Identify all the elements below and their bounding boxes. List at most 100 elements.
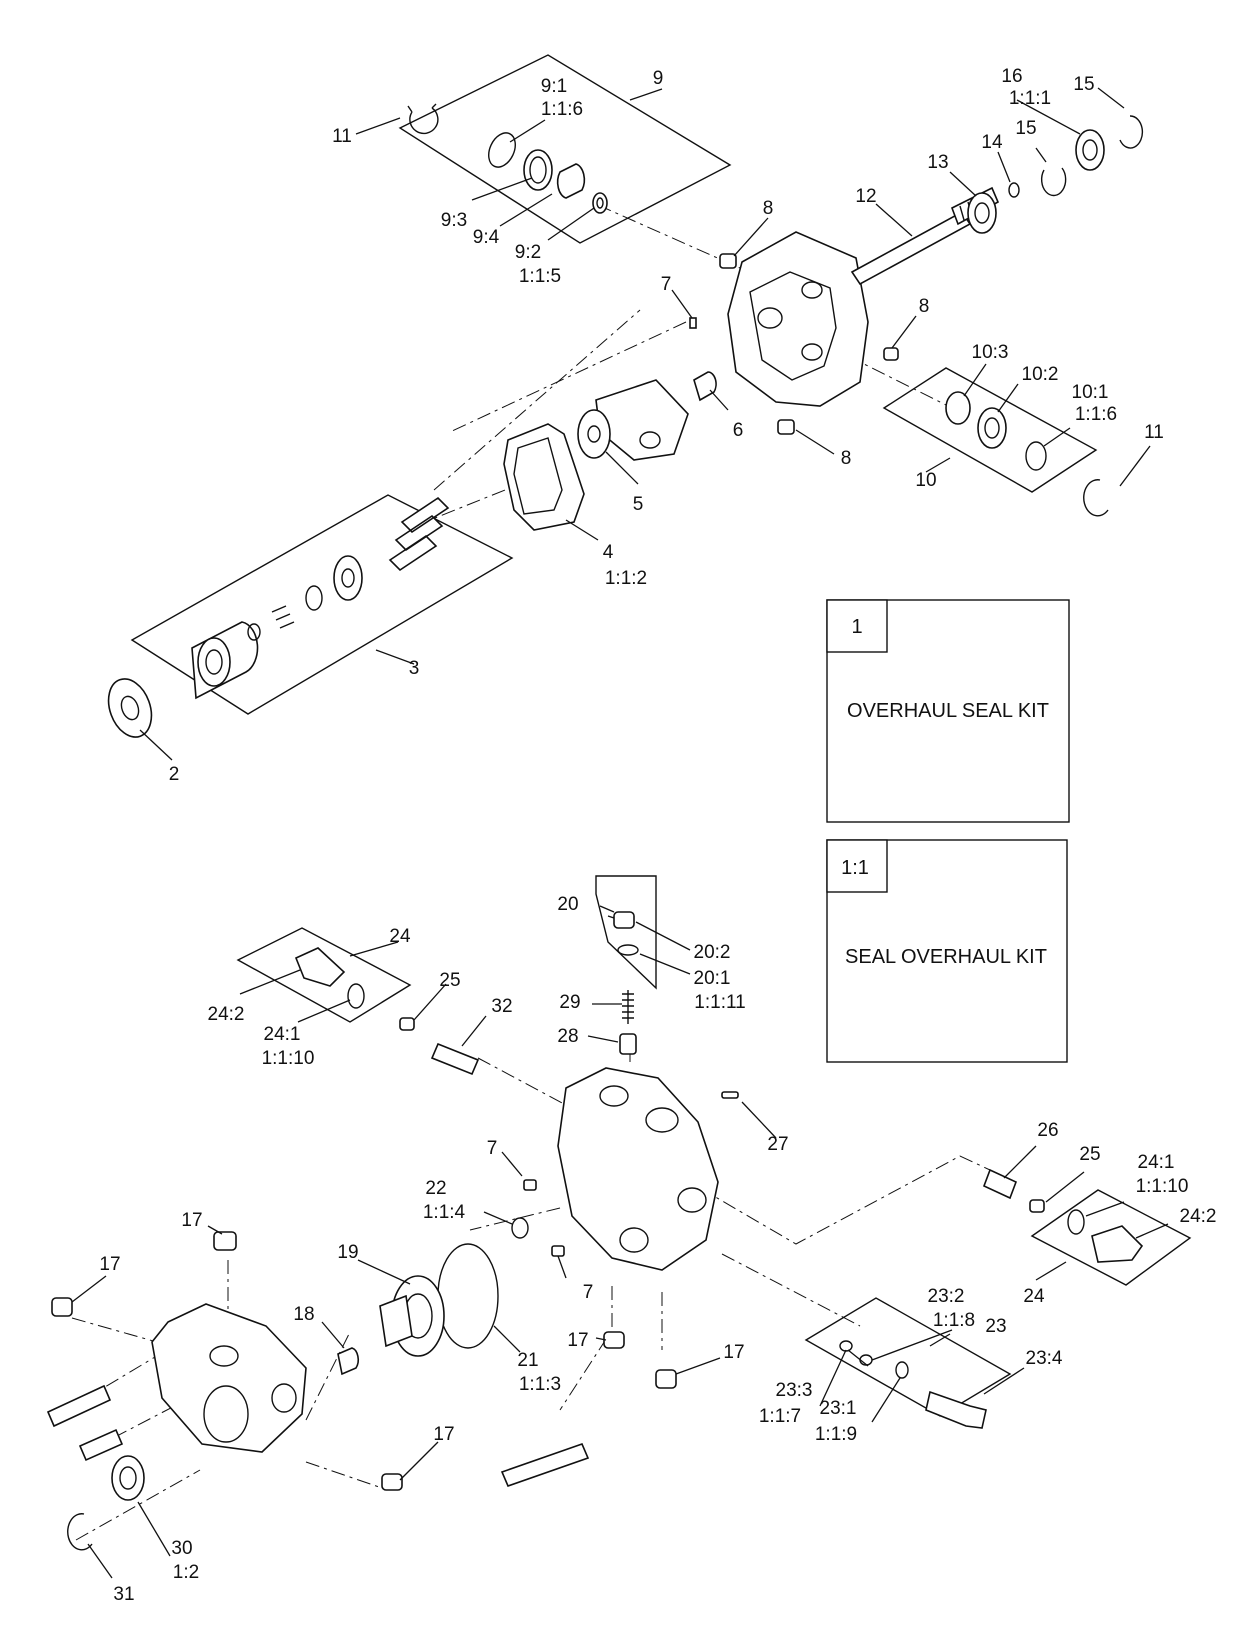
o-ring-23-2 [859, 1354, 873, 1366]
seal-9-3 [523, 149, 553, 191]
callout: 9:4 [473, 227, 500, 248]
callout: 2 [169, 764, 180, 785]
kit-number: 1 [851, 616, 862, 638]
bolt-left-lower [78, 1428, 124, 1462]
callout: 7 [487, 1138, 498, 1159]
callout: 1:1:6 [1075, 404, 1117, 425]
kit-number: 1:1 [841, 857, 869, 879]
plug-8-bottom [777, 419, 795, 435]
callout: 3 [409, 658, 420, 679]
plug-17-lower-center [655, 1369, 677, 1389]
bushing-9-4 [556, 163, 586, 199]
callout: 6 [733, 420, 744, 441]
callout: 29 [559, 992, 580, 1013]
callout: 17 [723, 1342, 744, 1363]
callout: 9 [653, 68, 664, 89]
callout: 17 [181, 1210, 202, 1231]
callout: 1:2 [173, 1562, 199, 1583]
seal-10-2 [977, 407, 1007, 449]
callout: 1:1:4 [423, 1202, 466, 1223]
group-24-right-outline [1030, 1189, 1192, 1286]
callout: 8 [841, 448, 852, 469]
valve-body [557, 1067, 719, 1271]
kit-title: OVERHAUL SEAL KIT [847, 700, 1049, 722]
retaining-ring-11-bottom [1083, 479, 1109, 517]
poppet-28 [619, 1033, 637, 1055]
bolt-left-upper [46, 1384, 112, 1428]
plug-17-top [213, 1231, 237, 1251]
pin-27 [721, 1091, 739, 1099]
retaining-ring-15-outer [1119, 115, 1144, 149]
callout: 9:2 [515, 242, 541, 263]
callout: 10:3 [972, 342, 1009, 363]
callout: 23:2 [928, 1286, 965, 1307]
callout: 23:3 [776, 1380, 813, 1401]
plug-17-center [603, 1331, 625, 1349]
o-ring-22 [511, 1217, 529, 1239]
bearing-13 [967, 192, 997, 234]
plug-20-2 [613, 911, 635, 929]
valve-23-4 [925, 1390, 987, 1429]
plug-8-right [883, 347, 899, 361]
o-ring-9-1 [488, 132, 516, 168]
callout: 28 [557, 1026, 578, 1047]
callout: 16 [1001, 66, 1022, 87]
bushing-6 [693, 371, 717, 402]
callout: 24:2 [208, 1004, 245, 1025]
callout: 9:3 [441, 210, 467, 231]
callout: 20:2 [694, 942, 731, 963]
callout: 24:1 [264, 1024, 301, 1045]
plug-17-bottom [381, 1473, 403, 1491]
plug-8-top [719, 253, 737, 269]
callout: 9:1 [541, 76, 567, 97]
callout: 24:1 [1138, 1152, 1175, 1173]
callout: 1:1:5 [519, 266, 561, 287]
callout: 25 [1079, 1144, 1100, 1165]
callout: 21 [517, 1350, 538, 1371]
pump-housing [151, 1303, 307, 1453]
callout: 18 [293, 1304, 314, 1325]
callout: 26 [1037, 1120, 1058, 1141]
callout: 1:1:10 [262, 1048, 315, 1069]
o-ring-23-1 [895, 1361, 909, 1379]
callout: 27 [767, 1134, 788, 1155]
callout: 15 [1073, 74, 1094, 95]
callout: 22 [425, 1178, 446, 1199]
retaining-ring-11-top [407, 103, 439, 135]
bolt-lower-center [500, 1442, 590, 1488]
callout: 4 [603, 542, 614, 563]
fitting-24-2-left [294, 947, 346, 987]
callout: 25 [439, 970, 460, 991]
retaining-ring-31 [67, 1513, 93, 1551]
dowel-pin-7-lower [551, 1245, 565, 1257]
group-9-outline [398, 54, 732, 244]
dowel-pin-7-upper [523, 1179, 537, 1191]
o-ring-23-3 [839, 1340, 853, 1352]
bearing-16 [1075, 129, 1105, 171]
callout: 1:1:6 [541, 99, 583, 120]
callout: 10 [915, 470, 936, 491]
retaining-ring-15-inner [1040, 167, 1067, 197]
bushing-18 [337, 1347, 360, 1376]
callout: 10:2 [1022, 364, 1059, 385]
group-20-outline [595, 875, 657, 990]
callout: 31 [113, 1584, 134, 1605]
callout: 23 [985, 1316, 1006, 1337]
callout: 23:4 [1026, 1348, 1063, 1369]
spring-29 [622, 990, 634, 1024]
callout: 23:1 [820, 1398, 857, 1419]
callout: 30 [171, 1538, 192, 1559]
callout: 1:1:10 [1136, 1176, 1189, 1197]
callout: 14 [981, 132, 1003, 153]
callout: 1:1:8 [933, 1310, 975, 1331]
callout: 5 [633, 494, 644, 515]
ring-14 [1008, 182, 1020, 198]
gasket-4 [503, 423, 585, 531]
o-ring-20-1 [617, 944, 639, 956]
callout: 19 [337, 1242, 358, 1263]
callout-labels: 11 9 9:1 1:1:6 9:3 9:4 9:2 1:1:5 8 16 1:… [99, 66, 1216, 1605]
callout: 1:1:11 [694, 992, 745, 1013]
group-23-outline [804, 1297, 1012, 1417]
seal-30 [111, 1455, 145, 1501]
kit-box-1: 1 OVERHAUL SEAL KIT [826, 599, 1070, 823]
